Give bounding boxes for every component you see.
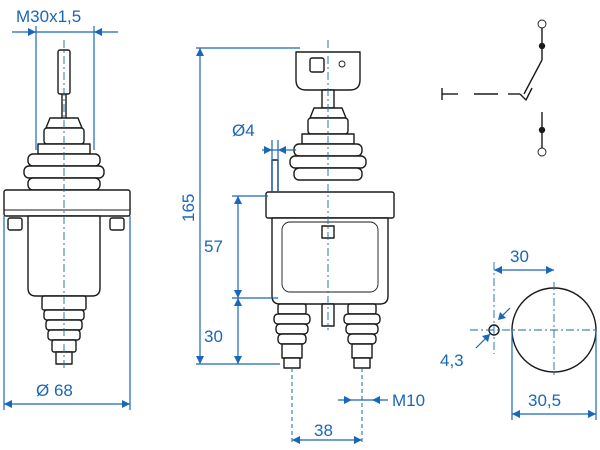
hole-spacing-label: 30 <box>510 247 529 266</box>
terminal-spacing-label: 38 <box>314 421 333 440</box>
height-terminal-label: 30 <box>204 327 223 346</box>
thread-label: M30x1,5 <box>16 7 81 26</box>
hole-diameter-label: 4,3 <box>440 351 464 370</box>
side-view <box>3 26 131 410</box>
cutout-width-label: 30,5 <box>528 391 561 410</box>
pin-diameter-label: Ø4 <box>232 121 255 140</box>
base-diameter-label: Ø 68 <box>36 381 73 400</box>
height-total-label: 165 <box>179 194 198 222</box>
terminal-thread-label: M10 <box>392 391 425 410</box>
front-view <box>196 40 395 445</box>
height-body-label: 57 <box>204 237 223 256</box>
panel-cutout <box>470 262 597 420</box>
switch-symbol <box>441 19 547 157</box>
